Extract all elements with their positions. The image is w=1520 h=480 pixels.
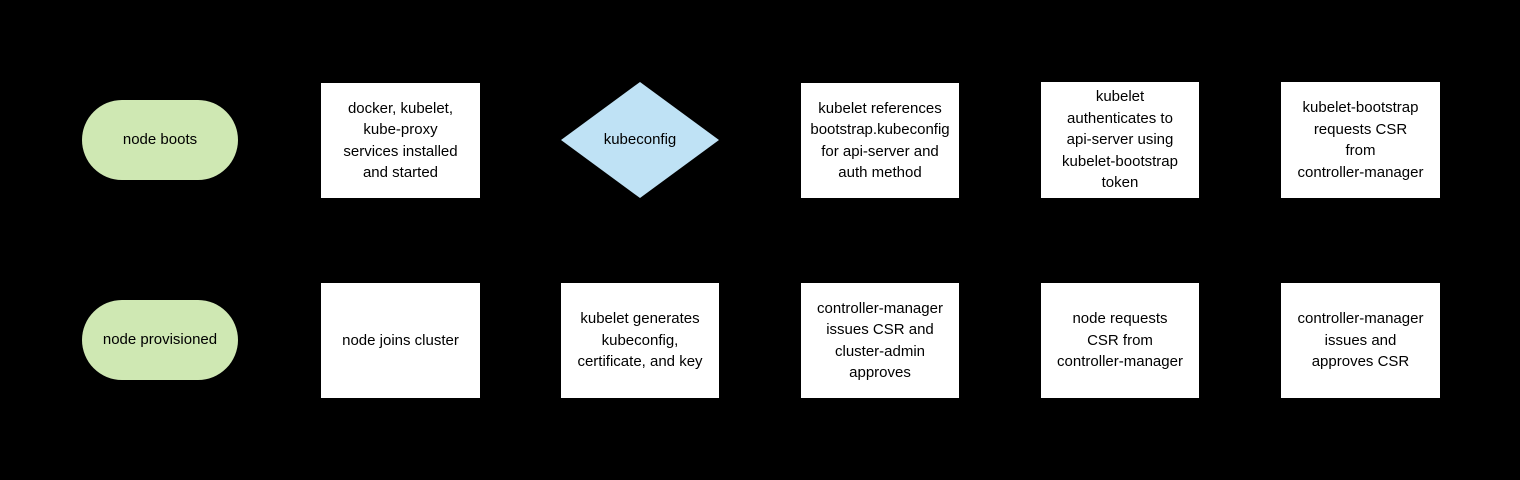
flow-node-label: node joins cluster <box>342 331 459 349</box>
flow-node-label: node requests CSR from controller-manage… <box>1057 310 1183 371</box>
flow-node-kubelet-references-bootstrap[interactable]: kubelet references bootstrap.kubeconfig … <box>801 83 959 198</box>
flow-node-label: kubelet-bootstrap requests CSR from cont… <box>1297 99 1424 181</box>
flow-node-node-requests-csr[interactable]: node requests CSR from controller-manage… <box>1041 283 1199 398</box>
flow-node-kubelet-authenticates[interactable]: kubelet authenticates to api-server usin… <box>1041 82 1199 198</box>
flow-node-label: docker, kubelet, kube-proxy services ins… <box>343 99 458 182</box>
flow-node-node-boots[interactable]: node boots <box>82 100 238 180</box>
flow-node-kubelet-bootstrap-requests-csr[interactable]: kubelet-bootstrap requests CSR from cont… <box>1281 82 1440 198</box>
flow-node-services-installed[interactable]: docker, kubelet, kube-proxy services ins… <box>321 83 480 198</box>
flow-node-label: kubelet authenticates to api-server usin… <box>1062 88 1178 192</box>
flow-node-controller-manager-issues-csr[interactable]: controller-manager issues CSR and cluste… <box>801 283 959 398</box>
flow-node-label: kubeconfig <box>603 131 677 149</box>
flow-node-label: controller-manager issues and approves C… <box>1297 310 1424 371</box>
flow-node-label: controller-manager issues CSR and cluste… <box>817 299 943 382</box>
flow-node-label: node boots <box>122 131 198 149</box>
flow-node-node-joins-cluster[interactable]: node joins cluster <box>321 283 480 398</box>
flow-node-kubelet-generates[interactable]: kubelet generates kubeconfig, certificat… <box>561 283 719 398</box>
flow-node-label: node provisioned <box>102 331 218 349</box>
flow-node-kubeconfig-decision[interactable]: kubeconfig <box>561 82 719 198</box>
flow-node-label: kubelet generates kubeconfig, certificat… <box>577 310 703 371</box>
flow-node-node-provisioned[interactable]: node provisioned <box>82 300 238 380</box>
flow-node-label: kubelet references bootstrap.kubeconfig … <box>810 99 950 182</box>
flow-node-controller-manager-approves-csr[interactable]: controller-manager issues and approves C… <box>1281 283 1440 398</box>
